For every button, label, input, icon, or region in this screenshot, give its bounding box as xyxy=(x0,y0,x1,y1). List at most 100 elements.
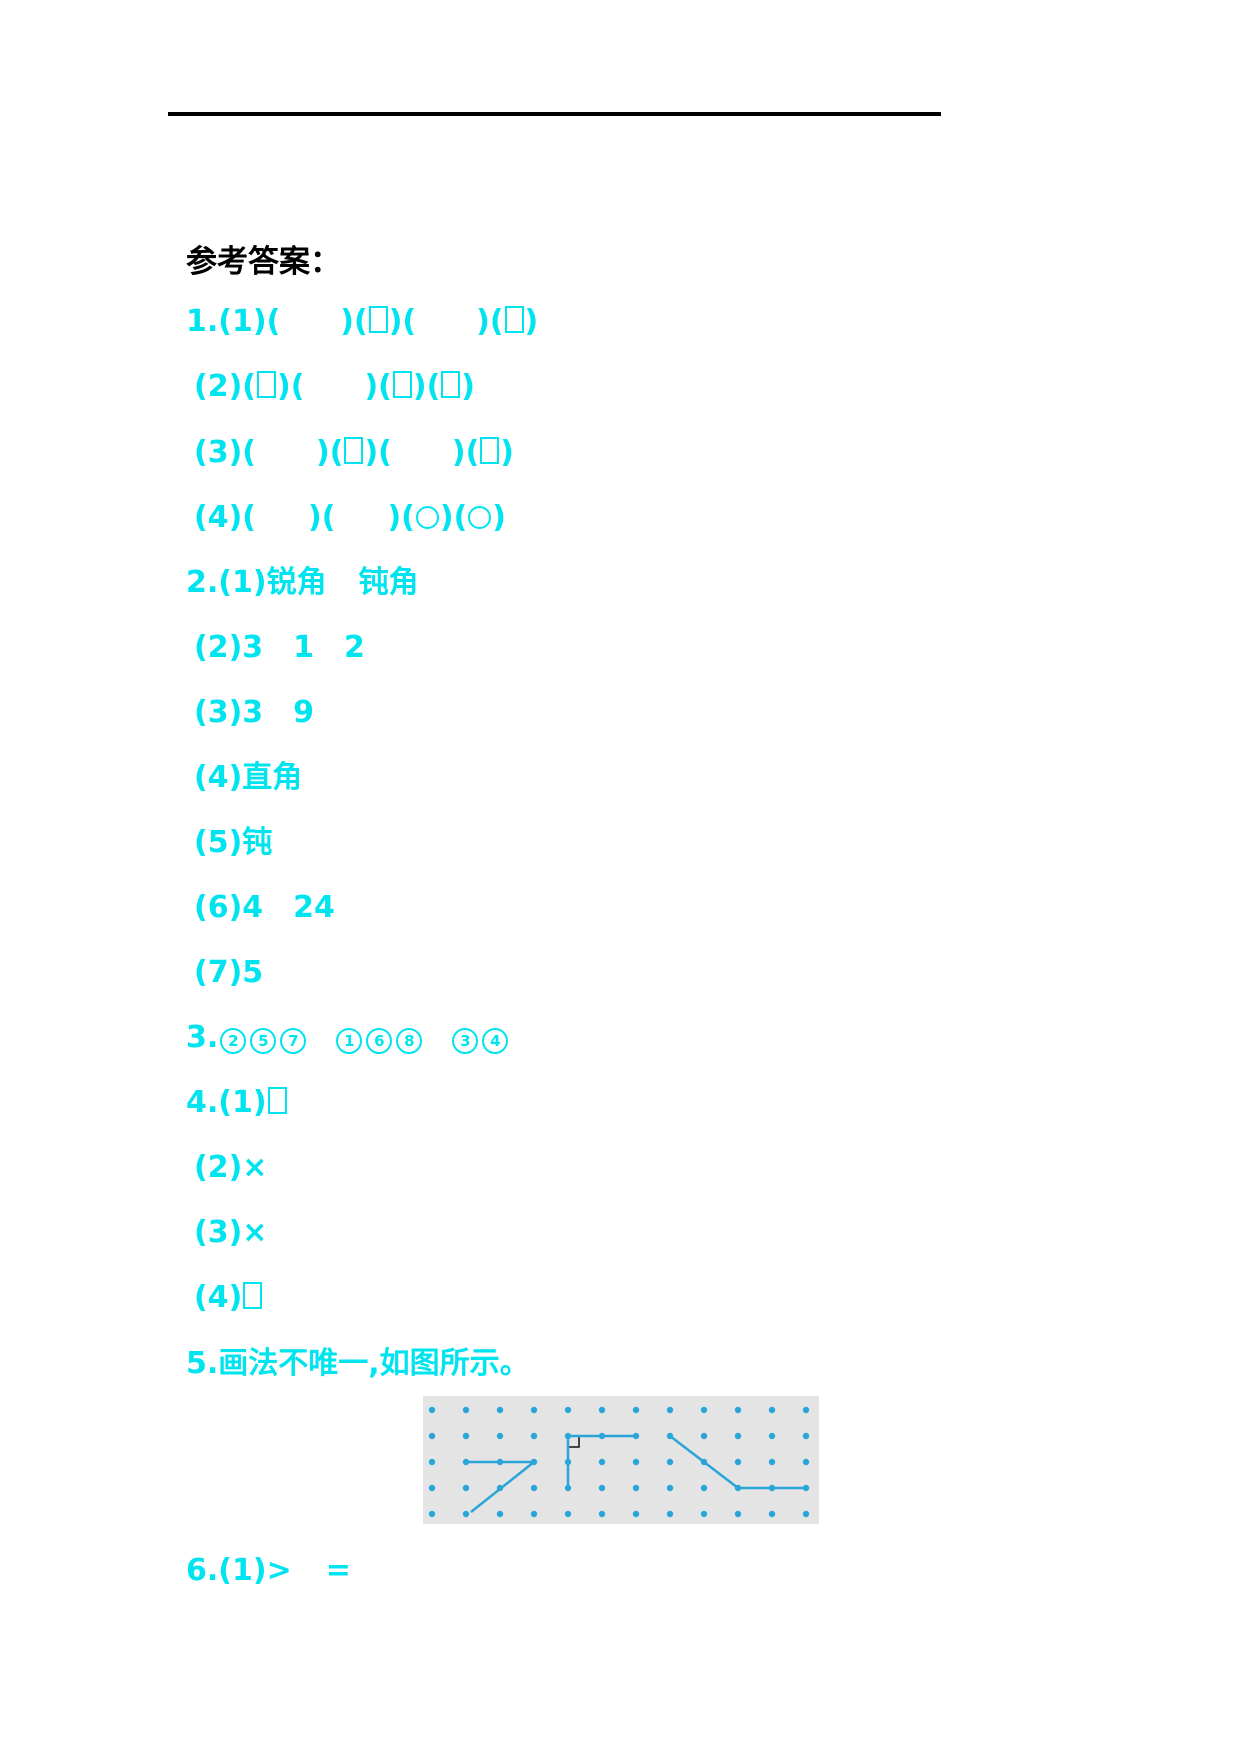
grid-dot xyxy=(530,1510,538,1518)
answer-line-2-4: (4)直角 xyxy=(194,761,302,795)
blank-space xyxy=(256,461,316,462)
grid-dot xyxy=(734,1510,742,1518)
answer-text: = xyxy=(325,1553,351,1588)
answer-text: 5.画法不唯一,如图所示。 xyxy=(186,1346,530,1381)
blank-space xyxy=(314,656,344,657)
grid-dot xyxy=(632,1510,640,1518)
answer-text: 9 xyxy=(293,695,315,730)
answer-line-4-4: (4) xyxy=(194,1281,263,1315)
answer-line-6-1: 6.(1)> = xyxy=(186,1554,351,1588)
missing-glyph-box xyxy=(257,371,277,398)
circled-number: 2 xyxy=(220,1028,247,1054)
circle-mark xyxy=(415,506,439,529)
grid-dot xyxy=(598,1510,606,1518)
grid-dot xyxy=(666,1406,674,1414)
grid-dot xyxy=(768,1510,776,1518)
blank-space xyxy=(280,330,340,331)
answer-text: (4)( xyxy=(194,500,257,535)
answer-text: 钝角 xyxy=(358,565,419,600)
blank-space xyxy=(292,1579,326,1580)
answer-text: )( xyxy=(388,304,417,339)
grid-dot xyxy=(428,1458,436,1466)
answer-line-2-1: 2.(1)锐角钝角 xyxy=(186,566,419,600)
answer-text: (4)直角 xyxy=(194,760,303,795)
circled-number: 5 xyxy=(250,1028,277,1054)
circle-mark xyxy=(468,506,492,529)
missing-glyph-box xyxy=(243,1282,263,1309)
answer-text: ) xyxy=(500,435,514,470)
circled-number: 4 xyxy=(482,1028,509,1054)
grid-dot xyxy=(598,1406,606,1414)
grid-dot xyxy=(632,1484,640,1492)
blank-space xyxy=(263,721,293,722)
answer-text: )( xyxy=(316,435,344,470)
grid-dot xyxy=(462,1510,470,1518)
grid-dot xyxy=(734,1406,742,1414)
grid-dot xyxy=(632,1406,640,1414)
answer-text: )( xyxy=(364,435,392,470)
grid-dot xyxy=(530,1484,538,1492)
answer-text: )( xyxy=(439,500,468,535)
grid-dot xyxy=(598,1458,606,1466)
grid-dot xyxy=(768,1458,776,1466)
answer-text: ) xyxy=(461,369,475,404)
grid-dot xyxy=(700,1432,708,1440)
grid-dot xyxy=(496,1406,504,1414)
answer-line-4-2: (2)× xyxy=(194,1151,267,1185)
acute-angle-shape xyxy=(466,1460,538,1513)
grid-dot xyxy=(564,1406,572,1414)
grid-dot xyxy=(666,1484,674,1492)
answer-text: 24 xyxy=(293,890,335,925)
circled-number: 7 xyxy=(280,1028,307,1054)
missing-glyph-box xyxy=(267,1087,287,1114)
blank-space xyxy=(263,916,293,917)
answer-text: )( xyxy=(277,369,305,404)
grid-dot xyxy=(530,1406,538,1414)
answer-line-1-3: (3)()()()() xyxy=(194,436,514,470)
blank-space xyxy=(304,395,364,396)
grid-dot xyxy=(768,1406,776,1414)
answer-text: (2)3 xyxy=(194,630,264,665)
answer-text: 3. xyxy=(186,1020,219,1055)
missing-glyph-box xyxy=(344,437,364,464)
answer-text: )( xyxy=(364,369,392,404)
answer-line-2-5: (5)钝 xyxy=(194,826,272,860)
missing-glyph-box xyxy=(441,371,461,398)
missing-glyph-box xyxy=(368,306,388,333)
grid-dot xyxy=(496,1510,504,1518)
grid-dot xyxy=(802,1406,810,1414)
missing-glyph-box xyxy=(480,437,500,464)
grid-dot xyxy=(462,1432,470,1440)
blank-space xyxy=(416,330,476,331)
blank-space xyxy=(327,591,359,592)
grid-dot xyxy=(428,1432,436,1440)
grid-dot xyxy=(666,1510,674,1518)
answer-text: 6.(1)> xyxy=(186,1553,292,1588)
blank-space xyxy=(263,656,293,657)
grid-dot xyxy=(666,1458,674,1466)
blank-space xyxy=(335,526,387,527)
answer-line-1-1: 1.(1)()()()() xyxy=(186,305,538,339)
answer-text: ) xyxy=(524,304,539,339)
answer-text: (5)钝 xyxy=(194,825,273,860)
answer-text: (3)3 xyxy=(194,695,264,730)
blank-space xyxy=(256,526,308,527)
circled-number: 6 xyxy=(366,1028,393,1054)
grid-dot xyxy=(768,1432,776,1440)
answer-line-4-1: 4.(1) xyxy=(186,1086,288,1120)
answer-line-5: 5.画法不唯一,如图所示。 xyxy=(186,1347,530,1381)
grid-dot xyxy=(462,1484,470,1492)
answer-line-4-3: (3)× xyxy=(194,1216,267,1250)
grid-dot xyxy=(530,1432,538,1440)
answer-text: )( xyxy=(476,304,504,339)
answer-text: 1 xyxy=(293,630,315,665)
grid-dot xyxy=(802,1510,810,1518)
grid-dot xyxy=(428,1406,436,1414)
right-angle-shape xyxy=(566,1434,636,1488)
answer-text: )( xyxy=(387,500,415,535)
answer-text: )( xyxy=(340,304,368,339)
